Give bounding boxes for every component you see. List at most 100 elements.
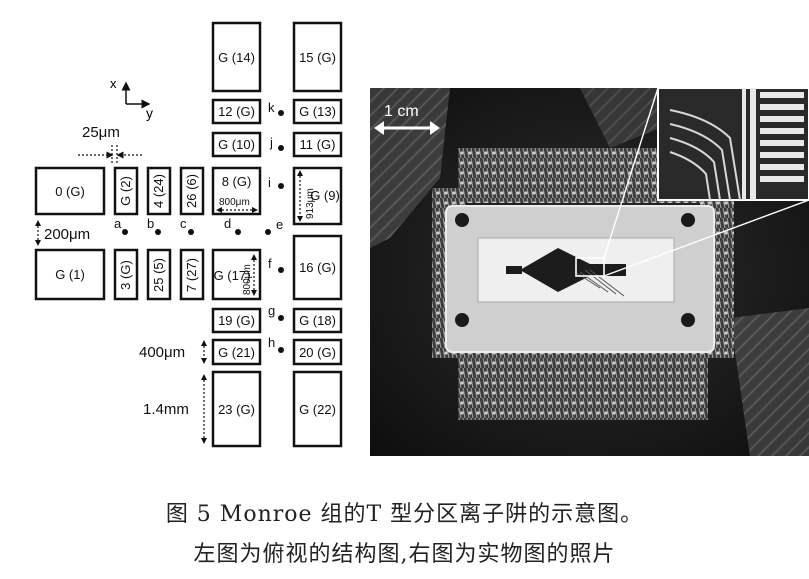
ion-zone-dot	[265, 229, 271, 235]
electrode-rect	[211, 21, 262, 93]
ion-zone-dot	[278, 183, 284, 189]
electrode-rect	[34, 248, 106, 301]
electrode-label: 3 (G)	[118, 260, 133, 290]
electrode-rect	[211, 307, 262, 334]
vertical-gap-label: 200μm	[44, 226, 90, 243]
y-axis-label: y	[146, 105, 153, 121]
electrode-rect	[211, 166, 262, 216]
figure-caption-subtitle: 左图为俯视的结构图,右图为实物图的照片	[193, 542, 616, 567]
electrode-14-label: 1.4mm	[143, 401, 189, 418]
dim-arrowhead	[35, 220, 41, 226]
electrode-label: G (2)	[118, 176, 133, 206]
zone-label: h	[268, 335, 275, 350]
height-800-label: 800μm	[242, 264, 253, 295]
electrode-label: G (1)	[55, 267, 85, 282]
dim-arrowhead	[35, 240, 41, 246]
zone-label: f	[268, 256, 272, 271]
electrode-label: 26 (6)	[184, 174, 199, 208]
trap-leads	[574, 269, 625, 297]
zone-label: i	[268, 175, 271, 190]
zoom-line	[603, 199, 809, 277]
ion-zone-dot	[155, 229, 161, 235]
foil-right	[730, 308, 809, 456]
electrode-label: 15 (G)	[299, 50, 336, 65]
wire-bundle-bottom	[458, 350, 708, 420]
electrode-label: 7 (27)	[184, 258, 199, 292]
electrode-rect	[211, 98, 262, 125]
ion-zone-dot	[188, 229, 194, 235]
screw	[679, 211, 697, 229]
dim-arrowhead	[201, 340, 207, 346]
electrode-rect	[211, 370, 262, 448]
electrode-label: 12 (G)	[218, 104, 255, 119]
zoom-inset	[657, 88, 809, 201]
electrode-rect	[292, 338, 343, 366]
electrode-rect	[292, 131, 343, 158]
electrode-label: 19 (G)	[218, 313, 255, 328]
dim-arrowhead	[216, 207, 222, 213]
width-800-label: 800μm	[219, 197, 250, 208]
electrode-rect	[211, 131, 262, 158]
screw	[453, 211, 471, 229]
electrode-label: 0 (G)	[55, 184, 85, 199]
zone-label: d	[224, 216, 231, 231]
electrode-label: G (9)	[310, 188, 340, 203]
zone-label: j	[269, 135, 273, 150]
electrode-rect	[292, 98, 343, 125]
device-photo: 1 cm	[370, 88, 809, 456]
scale-arrowhead	[374, 121, 384, 135]
electrode-rect	[292, 21, 343, 93]
ion-zone-dot	[235, 229, 241, 235]
electrode-rect	[34, 166, 106, 216]
electrode-label: G (22)	[299, 402, 336, 417]
x-axis-label: x	[110, 76, 117, 91]
ion-zone-dot	[278, 315, 284, 321]
dim-arrowhead	[297, 170, 303, 176]
zone-label: a	[114, 216, 122, 231]
electrode-rect	[113, 248, 139, 301]
trap-stem	[506, 266, 522, 274]
ion-zone-dot	[278, 347, 284, 353]
electrode-layout-diagram: G (14) 15 (G) 12 (G) G (13) G (10) 11 (G…	[34, 21, 343, 448]
electrode-label: G (21)	[218, 345, 255, 360]
screw	[453, 311, 471, 329]
electrode-label: 20 (G)	[299, 345, 336, 360]
electrode-rect	[179, 248, 205, 301]
dim-arrowhead	[252, 207, 258, 213]
gap-dim-label: 25μm	[82, 124, 120, 141]
ion-zone-dot	[122, 229, 128, 235]
electrode-400-label: 400μm	[139, 344, 185, 361]
ion-zone-dot	[278, 145, 284, 151]
scale-label: 1 cm	[384, 103, 419, 120]
zone-label: b	[147, 216, 154, 231]
scale-arrowhead	[430, 121, 440, 135]
electrode-label: 25 (5)	[151, 258, 166, 292]
electrode-label: G (13)	[299, 104, 336, 119]
t-junction-trap	[520, 248, 626, 292]
electrode-rect	[292, 234, 343, 301]
electrode-rect	[146, 248, 172, 301]
electrode-rect	[292, 166, 343, 226]
dim-arrowhead	[251, 254, 257, 260]
electrode-rect	[292, 307, 343, 334]
electrode-rect	[113, 166, 139, 216]
electrode-rect	[146, 166, 172, 216]
ion-zone-dot	[278, 110, 284, 116]
electrode-label: 23 (G)	[218, 402, 255, 417]
electrode-label: G (14)	[218, 50, 255, 65]
height-913-label: 913μm	[305, 188, 316, 219]
electrode-label: 4 (24)	[151, 174, 166, 208]
zone-label: c	[180, 216, 187, 231]
zone-label: k	[268, 100, 275, 115]
electrode-rect	[179, 166, 205, 216]
dim-arrowhead	[201, 374, 207, 380]
zoom-line	[603, 88, 659, 259]
ion-zone-dot	[278, 267, 284, 273]
foil-top	[580, 88, 670, 148]
figure-caption: 图 5 Monroe 组的T 型分区离子阱的示意图。	[165, 502, 644, 527]
electrode-label: 11 (G)	[300, 137, 336, 152]
dim-arrowhead	[201, 358, 207, 364]
electrode-label: G (17)	[214, 268, 251, 283]
electrode-rect	[211, 338, 262, 366]
dim-arrowhead	[297, 216, 303, 222]
